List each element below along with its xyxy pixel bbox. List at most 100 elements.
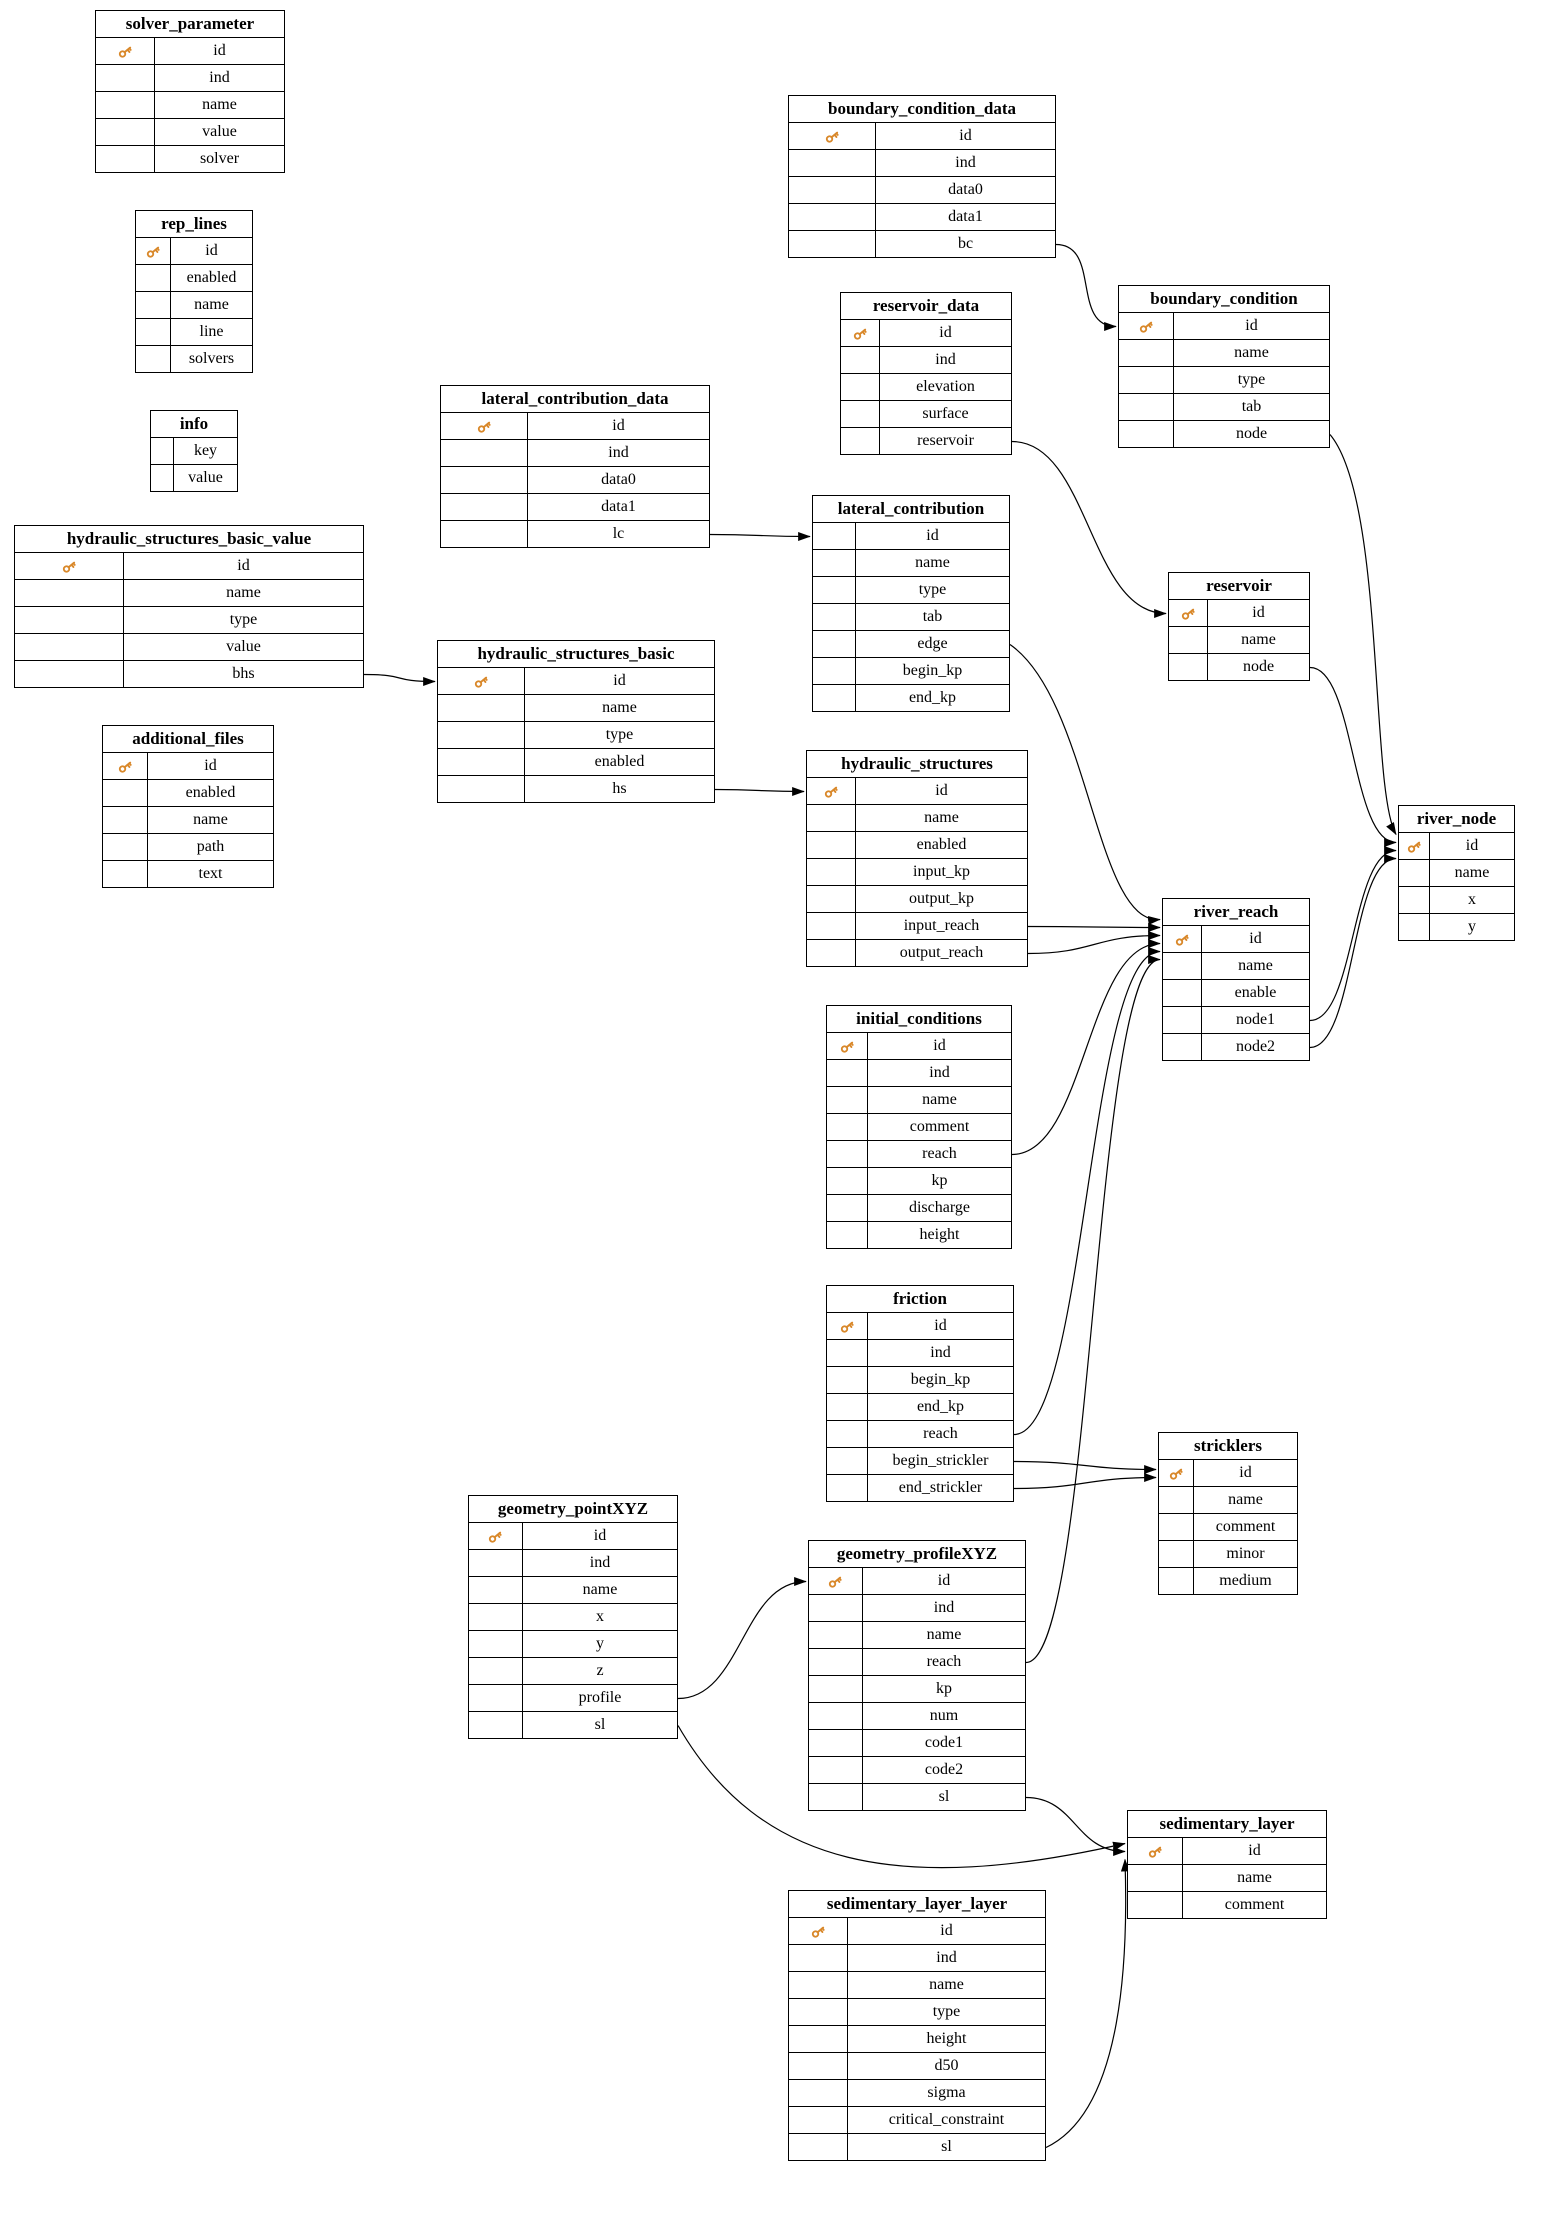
- key-cell-empty: [808, 1595, 863, 1622]
- field-name: end_strickler: [868, 1475, 1014, 1502]
- key-cell-empty: [102, 807, 148, 834]
- field-row-data1: data1: [788, 204, 1056, 231]
- field-row-reach: reach: [826, 1141, 1012, 1168]
- field-name: ind: [868, 1340, 1014, 1367]
- field-name: id: [1183, 1838, 1327, 1865]
- field-row-name: name: [14, 580, 364, 607]
- key-cell-empty: [1168, 627, 1208, 654]
- field-row-surface: surface: [840, 401, 1012, 428]
- field-row-id: id: [1118, 313, 1330, 340]
- field-row-type: type: [437, 722, 715, 749]
- key-cell-empty: [437, 695, 525, 722]
- field-row-id: id: [812, 523, 1010, 550]
- field-row-ind: ind: [826, 1340, 1014, 1367]
- table-title-lateral-contribution: lateral_contribution: [812, 495, 1010, 523]
- key-cell-empty: [468, 1604, 523, 1631]
- field-name: data1: [876, 204, 1056, 231]
- field-row-z: z: [468, 1658, 678, 1685]
- field-row-reservoir: reservoir: [840, 428, 1012, 455]
- key-cell-empty: [808, 1622, 863, 1649]
- key-cell-empty: [806, 940, 856, 967]
- field-row-sl: sl: [808, 1784, 1026, 1811]
- key-cell-empty: [135, 292, 171, 319]
- key-cell-empty: [1162, 1034, 1202, 1061]
- key-cell-empty: [1158, 1541, 1194, 1568]
- field-name: sl: [848, 2134, 1046, 2161]
- key-cell-empty: [1118, 421, 1174, 448]
- field-row-height: height: [788, 2026, 1046, 2053]
- field-name: id: [124, 553, 364, 580]
- primary-key-icon: [14, 553, 124, 580]
- key-cell-empty: [788, 2053, 848, 2080]
- table-title-lateral-contribution-data: lateral_contribution_data: [440, 385, 710, 413]
- edge-geometry-pointXYZ-sl-to-sedimentary-layer: [677, 1725, 1126, 1869]
- field-name: type: [124, 607, 364, 634]
- key-glyph: [1139, 321, 1153, 333]
- field-row-output-reach: output_reach: [806, 940, 1028, 967]
- field-name: enabled: [148, 780, 274, 807]
- field-name: ind: [868, 1060, 1012, 1087]
- field-name: name: [1183, 1865, 1327, 1892]
- field-row-x: x: [1398, 887, 1515, 914]
- field-row-value: value: [95, 119, 285, 146]
- table-title-river-node: river_node: [1398, 805, 1515, 833]
- key-cell-empty: [812, 550, 856, 577]
- edge-geometry-profileXYZ-reach-to-river-reach: [1025, 955, 1161, 1664]
- field-row-critical-constraint: critical_constraint: [788, 2107, 1046, 2134]
- field-name: medium: [1194, 1568, 1298, 1595]
- primary-key-icon: [788, 123, 876, 150]
- primary-key-icon: [788, 1918, 848, 1945]
- field-name: lc: [528, 521, 710, 548]
- field-row-comment: comment: [1127, 1892, 1327, 1919]
- key-cell-empty: [788, 2026, 848, 2053]
- field-name: discharge: [868, 1195, 1012, 1222]
- key-glyph: [825, 131, 839, 143]
- key-cell-empty: [840, 374, 880, 401]
- edge-initial-conditions-reach-to-river-reach: [1011, 939, 1161, 1156]
- primary-key-icon: [840, 320, 880, 347]
- field-row-id: id: [1127, 1838, 1327, 1865]
- field-row-name: name: [1168, 627, 1310, 654]
- key-cell-empty: [826, 1060, 868, 1087]
- field-row-solvers: solvers: [135, 346, 253, 373]
- field-name: node: [1174, 421, 1330, 448]
- key-glyph: [1175, 934, 1189, 946]
- key-cell-empty: [14, 607, 124, 634]
- field-row-kp: kp: [808, 1676, 1026, 1703]
- field-row-name: name: [812, 550, 1010, 577]
- field-name: bhs: [124, 661, 364, 688]
- primary-key-icon: [1118, 313, 1174, 340]
- edge-sedimentary-layer-layer-sl-to-sedimentary-layer: [1045, 1858, 1130, 2149]
- field-row-name: name: [826, 1087, 1012, 1114]
- field-row-edge: edge: [812, 631, 1010, 658]
- field-row-d50: d50: [788, 2053, 1046, 2080]
- key-glyph: [477, 421, 491, 433]
- field-row-medium: medium: [1158, 1568, 1298, 1595]
- key-cell-empty: [440, 440, 528, 467]
- field-name: y: [523, 1631, 678, 1658]
- field-row-tab: tab: [812, 604, 1010, 631]
- field-row-begin-strickler: begin_strickler: [826, 1448, 1014, 1475]
- field-row-id: id: [1168, 600, 1310, 627]
- key-glyph: [488, 1531, 502, 1543]
- table-title-solver-parameter: solver_parameter: [95, 10, 285, 38]
- key-cell-empty: [468, 1631, 523, 1658]
- key-cell-empty: [806, 913, 856, 940]
- key-cell-empty: [808, 1784, 863, 1811]
- key-cell-empty: [826, 1448, 868, 1475]
- key-cell-empty: [812, 631, 856, 658]
- field-name: value: [155, 119, 285, 146]
- field-name: name: [1202, 953, 1310, 980]
- key-cell-empty: [468, 1712, 523, 1739]
- field-row-tab: tab: [1118, 394, 1330, 421]
- field-row-name: name: [1162, 953, 1310, 980]
- field-name: id: [1430, 833, 1515, 860]
- key-cell-empty: [840, 428, 880, 455]
